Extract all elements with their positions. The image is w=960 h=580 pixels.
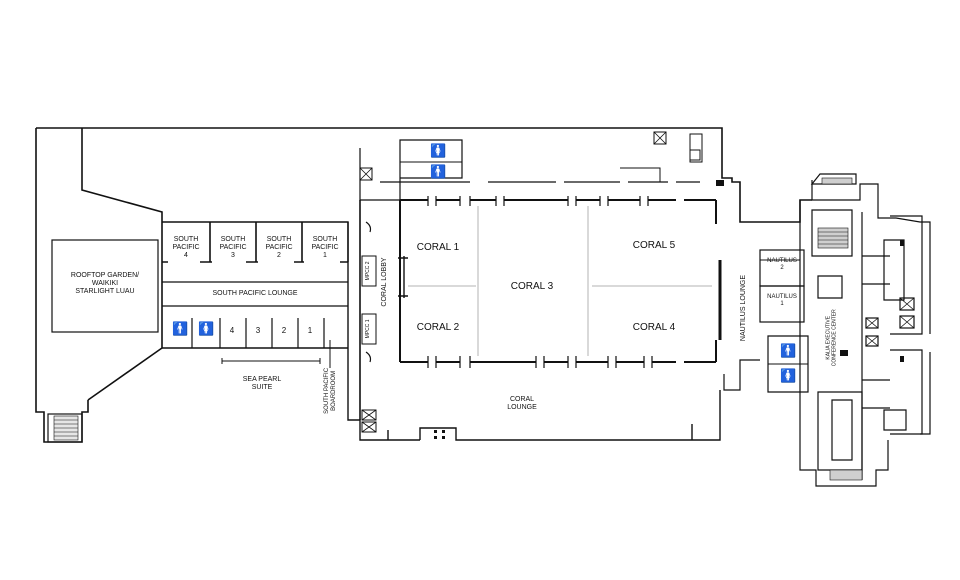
sea-pearl-3-label: 3: [255, 326, 261, 335]
coral-2-label: CORAL 2: [416, 322, 460, 333]
nautilus-lounge-label: NAUTILUS LOUNGE: [739, 274, 747, 342]
sea-pearl-1-label: 1: [307, 326, 313, 335]
nautilus-1-label: NAUTILUS 1: [767, 294, 797, 307]
coral-lounge-label: CORAL LOUNGE: [507, 396, 537, 412]
coral-5-label: CORAL 5: [632, 240, 676, 251]
person-male-icon: 🚹: [430, 164, 447, 179]
south-pacific-1-label: SOUTH PACIFIC 1: [311, 236, 339, 260]
sea-pearl-4-label: 4: [229, 326, 235, 335]
air-wall-partitions: [408, 206, 712, 356]
person-male-icon: 🚹: [780, 343, 797, 358]
rooftop-garden-label: ROOFTOP GARDEN/ WAIKIKI STARLIGHT LUAU: [70, 272, 140, 296]
mpcc-2-room: [361, 255, 377, 287]
person-female-icon: 🚺: [430, 143, 447, 158]
south-pacific-lounge-label: SOUTH PACIFIC LOUNGE: [212, 290, 298, 297]
sea-pearl-2-label: 2: [281, 326, 287, 335]
mpcc-2-label: MPCC 2: [365, 261, 372, 281]
nautilus-2-label: NAUTILUS 2: [767, 258, 797, 271]
kalia-tower: [799, 173, 931, 487]
mpcc-1-label: MPCC 1: [365, 319, 372, 339]
sea-pearl-suite-label: SEA PEARL SUITE: [242, 376, 282, 392]
elevator-icon: [359, 167, 373, 181]
person-female-icon: 🚺: [780, 368, 797, 383]
elevator-icon: [361, 409, 377, 421]
south-pacific-3-label: SOUTH PACIFIC 3: [219, 236, 247, 260]
coral-4-label: CORAL 4: [632, 322, 676, 333]
coral-lobby-label: CORAL LOBBY: [380, 257, 388, 307]
stairs-icon: [817, 227, 849, 249]
south-pacific-2-label: SOUTH PACIFIC 2: [265, 236, 293, 260]
building-outline: [36, 127, 812, 223]
coral-ballroom: [398, 199, 722, 363]
nautilus-1-room: [759, 285, 805, 323]
coral-1-label: CORAL 1: [416, 242, 460, 253]
person-male-icon: 🚹: [172, 321, 189, 336]
mpcc-1-room: [361, 313, 377, 345]
coral-3-label: CORAL 3: [510, 281, 554, 292]
person-female-icon: 🚺: [198, 321, 215, 336]
stairs-icon: [47, 413, 83, 443]
kalia-center-label: KALIA EXECUTIVE CONFERENCE CENTER: [825, 309, 837, 367]
rooftop-garden-room: [51, 239, 159, 333]
south-pacific-4-label: SOUTH PACIFIC 4: [172, 236, 200, 260]
south-pacific-boardroom-label: SOUTH PACIFIC BOARDROOM: [324, 367, 337, 414]
